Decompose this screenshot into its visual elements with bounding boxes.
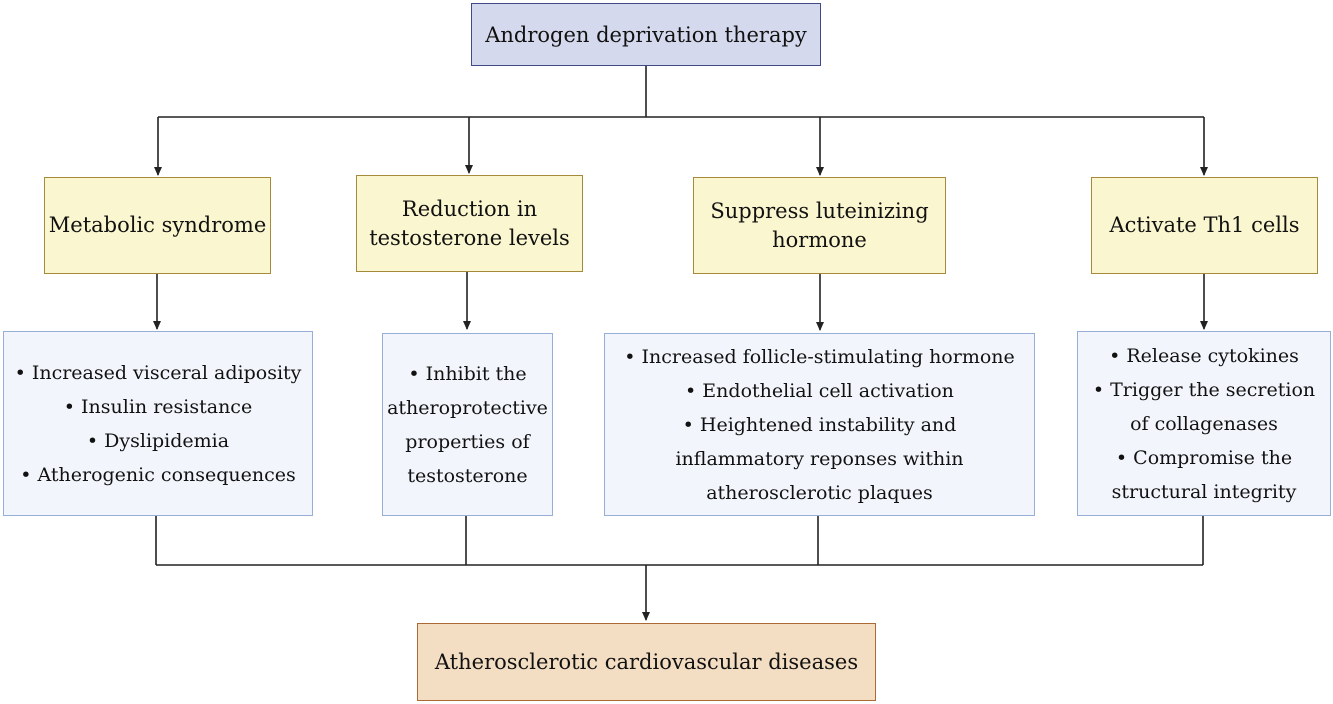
detail-line: • Trigger the secretion	[1092, 378, 1316, 401]
detail-line: structural integrity	[1111, 480, 1297, 503]
detail-line: inflammatory reponses within	[675, 447, 964, 470]
detail-testosterone: • Inhibit the atheroprotective propertie…	[382, 333, 553, 516]
cause-line: Metabolic syndrome	[48, 213, 267, 237]
detail-line: • Inhibit the	[408, 362, 527, 385]
cause-metabolic-syndrome: Metabolic syndrome	[44, 177, 271, 274]
adt-label: Androgen deprivation therapy	[485, 22, 807, 47]
detail-line: • Dyslipidemia	[86, 429, 230, 452]
detail-metabolic: • Increased visceral adiposity • Insulin…	[3, 331, 313, 516]
cause-line: Reduction in	[401, 196, 538, 221]
cause-suppress-lh: Suppress luteinizing hormone	[693, 177, 946, 274]
outcome-box: Atherosclerotic cardiovascular diseases	[417, 623, 876, 701]
detail-line: • Endothelial cell activation	[685, 379, 954, 402]
detail-line: • Insulin resistance	[63, 395, 253, 418]
detail-line: • Increased visceral adiposity	[14, 361, 302, 384]
outcome-label: Atherosclerotic cardiovascular diseases	[434, 650, 859, 674]
detail-line: • Increased follicle-stimulating hormone	[624, 345, 1015, 368]
cause-line: testosterone levels	[369, 225, 570, 250]
adt-box: Androgen deprivation therapy	[471, 3, 821, 66]
detail-line: testosterone	[407, 464, 528, 487]
detail-line: atheroprotective	[387, 396, 548, 419]
cause-line: hormone	[772, 227, 867, 252]
detail-line: atherosclerotic plaques	[706, 481, 933, 504]
detail-line: • Compromise the	[1115, 446, 1293, 469]
detail-th1: • Release cytokines • Trigger the secret…	[1077, 331, 1331, 516]
detail-line: • Atherogenic consequences	[20, 463, 296, 486]
cause-line: Activate Th1 cells	[1109, 213, 1300, 237]
detail-line: of collagenases	[1130, 412, 1278, 435]
cause-testosterone-reduction: Reduction in testosterone levels	[356, 175, 583, 272]
detail-line: properties of	[405, 430, 530, 453]
detail-line: • Release cytokines	[1109, 344, 1299, 367]
cause-activate-th1: Activate Th1 cells	[1091, 177, 1318, 274]
detail-line: • Heightened instability and	[682, 413, 957, 436]
detail-luteinizing: • Increased follicle-stimulating hormone…	[604, 333, 1035, 516]
cause-line: Suppress luteinizing	[710, 198, 929, 223]
